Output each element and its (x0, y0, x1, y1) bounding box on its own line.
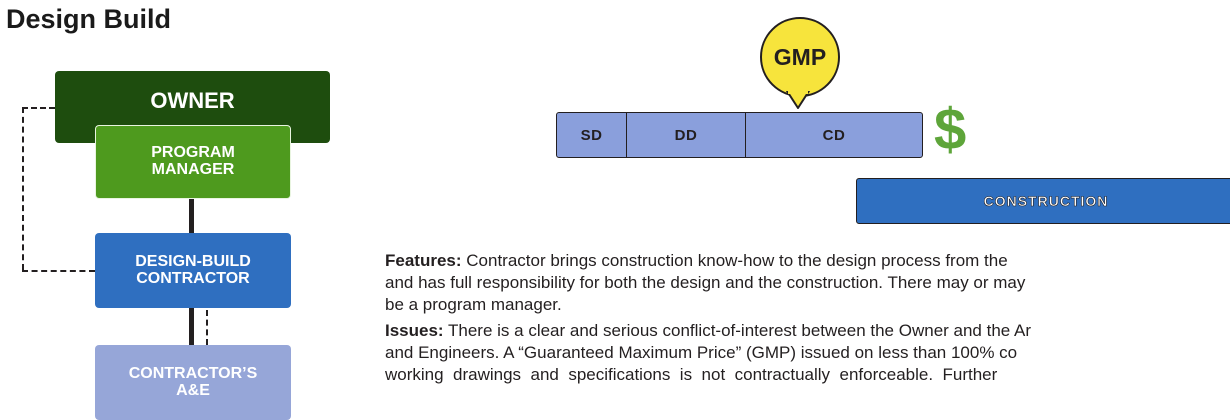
page-title: Design Build (6, 4, 172, 34)
contractors-ae-label-line-1: CONTRACTOR’S (128, 364, 258, 382)
owner-dashed-link-bottom (22, 270, 95, 272)
dbc-to-ae-connector (189, 308, 194, 345)
features-heading: Features: (385, 251, 462, 270)
program-manager-label-line-2: MANAGER (151, 161, 235, 178)
issues-heading: Issues: (385, 321, 444, 340)
owner-dashed-link-top (22, 107, 55, 109)
features-line-3: be a program manager. (385, 295, 562, 314)
design-build-contractor-label-line-1: DESIGN-BUILD (135, 252, 251, 270)
dbc-to-ae-dashed-connector (206, 310, 208, 345)
phase-sd: SD (580, 126, 603, 144)
issues-line-3: working drawings and specifications is n… (385, 365, 998, 384)
design-build-contractor-box: DESIGN-BUILD CONTRACTOR (95, 233, 291, 308)
gmp-label: GMP (773, 43, 827, 70)
features-line-2: and has full responsibility for both the… (385, 273, 1026, 292)
features-paragraph: Features: Contractor brings construction… (385, 250, 1230, 316)
owner-dashed-link-vertical (22, 107, 24, 270)
program-manager-label-line-1: PROGRAM (151, 144, 235, 162)
contractors-ae-box: CONTRACTOR’S A&E (95, 345, 291, 420)
gmp-pointer (786, 91, 810, 109)
construction-bar: CONSTRUCTION (856, 178, 1230, 224)
issues-line-2: and Engineers. A “Guaranteed Maximum Pri… (385, 343, 1018, 362)
phase-dd: DD (626, 113, 745, 157)
program-manager-box: PROGRAM MANAGER (95, 125, 291, 199)
gmp-badge: GMP (760, 17, 840, 97)
issues-line-1: There is a clear and serious conflict-of… (443, 321, 1032, 340)
owner-label: OWNER (150, 88, 235, 113)
construction-label: CONSTRUCTION (983, 193, 1109, 210)
design-phase-bar: SD DD CD (556, 112, 923, 158)
design-build-contractor-label-line-2: CONTRACTOR (136, 269, 250, 287)
phase-cd: CD (745, 113, 922, 157)
pm-to-dbc-connector (189, 199, 194, 233)
dollar-sign: $ (934, 97, 967, 162)
issues-paragraph: Issues: There is a clear and serious con… (385, 320, 1230, 386)
contractors-ae-label-line-2: A&E (176, 381, 210, 399)
features-line-1: Contractor brings construction know-how … (461, 251, 1008, 270)
